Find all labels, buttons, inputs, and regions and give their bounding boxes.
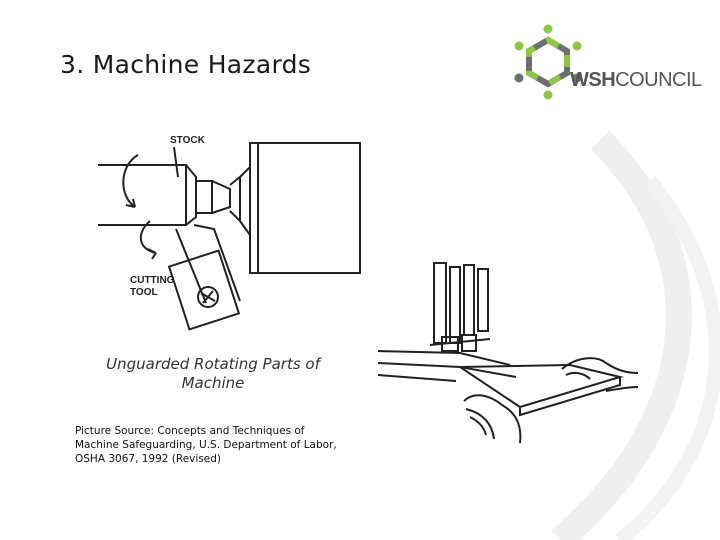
logo-wordmark-prefix: WSH xyxy=(570,69,616,91)
picture-source: Picture Source: Concepts and Techniques … xyxy=(75,425,337,465)
logo-wordmark: WSHCOUNCIL xyxy=(570,69,702,92)
label-cutting-tool-line2: TOOL xyxy=(130,287,158,298)
machine-press-drawing xyxy=(377,262,639,444)
label-cutting-tool-line1: CUTTING xyxy=(130,275,175,286)
wsh-council-logo xyxy=(514,24,582,100)
figure-caption: Unguarded Rotating Parts of Machine xyxy=(106,355,320,392)
logo-wordmark-suffix: COUNCIL xyxy=(615,69,702,91)
label-stock: STOCK xyxy=(170,135,206,146)
hexagon-people-icon xyxy=(514,24,582,100)
slide-title: 3. Machine Hazards xyxy=(60,50,312,79)
lathe-drawing: STOCK CUTTING TOOL xyxy=(98,135,361,331)
